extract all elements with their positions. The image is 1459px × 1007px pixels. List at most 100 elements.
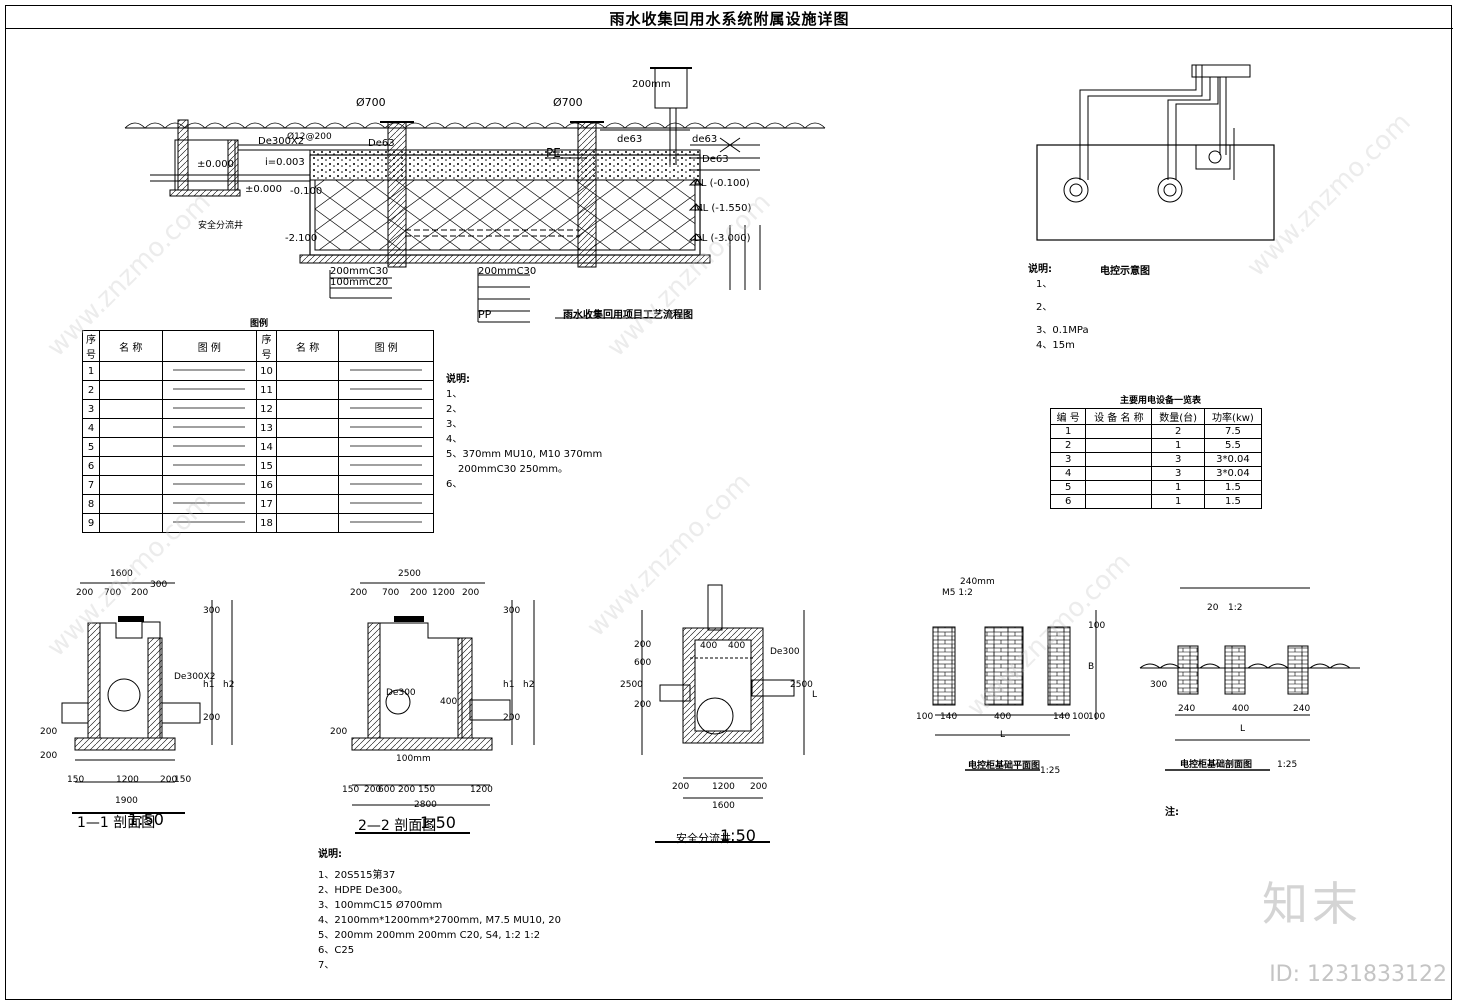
dimension-text: 200 bbox=[76, 588, 94, 598]
dimension-text: 300 bbox=[1150, 680, 1168, 690]
flow-label-dl: DL (-3.000) bbox=[694, 233, 751, 244]
legend-cell bbox=[99, 380, 163, 400]
legend-symbol bbox=[173, 426, 246, 427]
dimension-text: 300 bbox=[150, 580, 168, 590]
equipment-cell bbox=[1085, 480, 1153, 495]
section-2-2-scale: 1:50 bbox=[420, 813, 456, 832]
dimension-text: 200 bbox=[40, 727, 58, 737]
flow-label-al: AL (-0.100) bbox=[694, 178, 750, 189]
legend-cell: 15 bbox=[256, 456, 277, 476]
legend-symbol bbox=[173, 464, 246, 465]
legend-cell bbox=[99, 437, 163, 457]
legend-cell bbox=[338, 418, 434, 438]
control-notes: 说明: 1、 2、 3、0.1MPa 4、15m bbox=[1028, 262, 1089, 353]
legend-cell bbox=[275, 513, 340, 533]
flow-label-de63-c: de63 bbox=[692, 134, 718, 145]
notes-2-item: 5、200mm 200mm 200mm C20, S4, 1:2 1:2 bbox=[318, 930, 541, 941]
dimension-text: 200 bbox=[350, 588, 368, 598]
dimension-text: 240 bbox=[1178, 704, 1196, 714]
dimension-text: 200 bbox=[40, 751, 58, 761]
equipment-cell: 1 bbox=[1049, 424, 1087, 439]
legend-header-cell: 序号 bbox=[256, 330, 277, 362]
legend-cell: 3 bbox=[82, 399, 100, 419]
legend-symbol bbox=[173, 502, 246, 503]
dimension-text: 200 bbox=[364, 785, 382, 795]
notes-1-item: 3、 bbox=[446, 419, 463, 430]
notes-1: 说明: 1、 2、 3、 4、 5、370mm MU10, M10 370mm … bbox=[446, 372, 602, 492]
legend-row: 3 12 bbox=[82, 399, 434, 419]
equipment-cell: 1 bbox=[1151, 494, 1205, 509]
control-note: 1、 bbox=[1036, 279, 1053, 290]
notes-1-item: 2、 bbox=[446, 404, 463, 415]
dimension-text: 2800 bbox=[414, 800, 437, 810]
cab-note: 注: bbox=[1165, 807, 1179, 818]
cabinet-foundation-plan bbox=[932, 610, 1097, 771]
dimension-text: 1200 bbox=[712, 782, 735, 792]
dimension-text: 200 bbox=[750, 782, 768, 792]
notes-2-item: 3、100mmC15 Ø700mm bbox=[318, 900, 443, 911]
control-note: 3、0.1MPa bbox=[1036, 325, 1089, 336]
dimension-text: 200 bbox=[160, 775, 178, 785]
flow-label-elev-0-b: ±0.000 bbox=[245, 184, 283, 195]
legend-cell bbox=[338, 399, 434, 419]
flow-label-de63-b: de63 bbox=[617, 134, 643, 145]
control-diagram bbox=[1036, 64, 1275, 241]
legend-cell bbox=[275, 475, 340, 495]
dimension-text: De300 bbox=[770, 647, 800, 657]
dimension-text: 1200 bbox=[470, 785, 493, 795]
equipment-cell: 3 bbox=[1151, 466, 1205, 481]
flow-label-c30-a: 200mmC30 bbox=[330, 266, 389, 277]
legend-cell bbox=[275, 494, 340, 514]
equipment-cell: 1 bbox=[1151, 438, 1205, 453]
equipment-cell bbox=[1085, 424, 1153, 439]
title-rule bbox=[6, 28, 1453, 29]
notes-1-title: 说明: bbox=[446, 374, 470, 385]
legend-cell: 9 bbox=[82, 513, 100, 533]
dimension-text: 100mm bbox=[396, 754, 431, 764]
legend-header-cell: 图 例 bbox=[338, 330, 434, 362]
legend-header-cell: 序号 bbox=[82, 330, 100, 362]
equipment-cell: 1 bbox=[1151, 480, 1205, 495]
flow-label-de300x2: De300X2 bbox=[258, 136, 305, 147]
dimension-text: 400 bbox=[440, 697, 458, 707]
legend-cell: 1 bbox=[82, 361, 100, 381]
legend-cell: 2 bbox=[82, 380, 100, 400]
notes-1-item: 6、 bbox=[446, 479, 463, 490]
legend-cell bbox=[161, 361, 258, 381]
flow-label-pp: PP bbox=[478, 308, 492, 321]
equipment-cell: 7.5 bbox=[1203, 424, 1263, 439]
equipment-header-cell: 数量(台) bbox=[1151, 408, 1205, 425]
watermark-id: ID: 1231833122 bbox=[1269, 962, 1447, 987]
legend-cell bbox=[161, 513, 258, 533]
flow-label-elev-0-a: ±0.000 bbox=[197, 159, 235, 170]
legend-cell bbox=[338, 437, 434, 457]
equipment-cell: 1.5 bbox=[1203, 480, 1263, 495]
legend-cell: 7 bbox=[82, 475, 100, 495]
dimension-text: 100 bbox=[1088, 621, 1106, 631]
legend-cell: 12 bbox=[256, 399, 277, 419]
dimension-text: 240 bbox=[1293, 704, 1311, 714]
legend-cell bbox=[275, 399, 340, 419]
legend-header-cell: 名 称 bbox=[99, 330, 163, 362]
dimension-text: h2 bbox=[223, 680, 235, 690]
legend-cell bbox=[275, 418, 340, 438]
equipment-cell: 5.5 bbox=[1203, 438, 1263, 453]
equipment-cell: 3*0.04 bbox=[1203, 466, 1263, 481]
dimension-text: 200 bbox=[330, 727, 348, 737]
equipment-cell: 3 bbox=[1049, 452, 1087, 467]
flow-label-slope: i=0.003 bbox=[265, 157, 305, 168]
legend-cell bbox=[338, 494, 434, 514]
flow-label-c30-b: 200mmC30 bbox=[478, 266, 537, 277]
flow-label-c20: 100mmC20 bbox=[330, 277, 389, 288]
dimension-text: 200 bbox=[672, 782, 690, 792]
equipment-cell bbox=[1085, 452, 1153, 467]
dimension-text: L bbox=[1240, 724, 1246, 734]
dimension-text: 200 bbox=[503, 713, 521, 723]
legend-cell: 14 bbox=[256, 437, 277, 457]
